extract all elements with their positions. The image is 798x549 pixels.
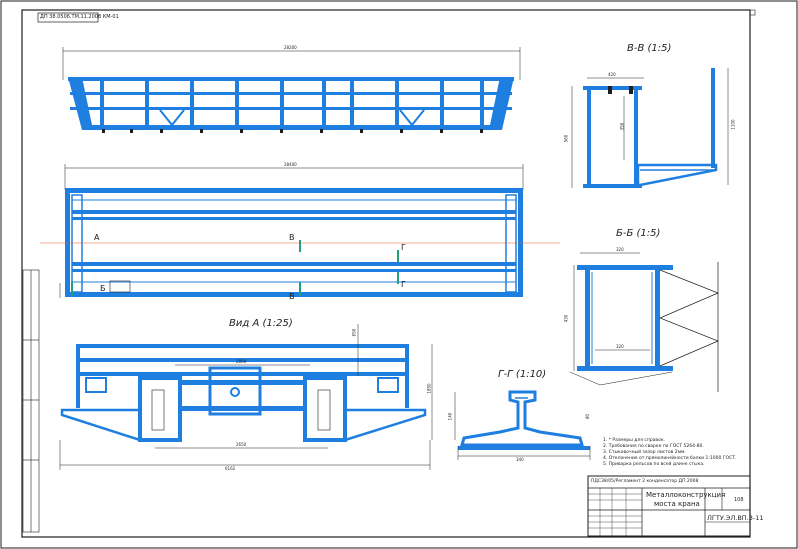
section-gg [454,390,591,460]
title-drawing-name-2: моста крана [654,500,700,508]
dim-bb-top: 320 [616,247,624,252]
plan-view [40,164,560,298]
view-a [59,324,433,470]
dim-plan-span: 28400 [284,162,297,167]
title-project-code: ПДС38/05/Регламент 2 конденсатор ДП 2008 [591,479,699,484]
section-vv [571,68,729,188]
dim-vv-width: 420 [608,72,616,77]
dim-bb-left: 430 [563,314,569,323]
technical-notes: 1. * Размеры для справок. 2. Требования … [603,438,736,468]
marker-b: Б [100,284,106,293]
dim-top-span: 28200 [284,45,297,50]
inner-frame [21,9,751,538]
note-4: 4. Отклонение от прямолинейности балки 1… [603,456,737,461]
section-gg-title: Г-Г (1:10) [498,369,547,380]
marker-v-bottom: В [289,292,295,301]
dim-view-a-track: 2650 [236,442,247,447]
marker-v-top: В [289,233,295,242]
dim-vv-height-left: 560 [563,134,569,143]
title-block [587,475,751,537]
title-drawing-code: ЛГТУ.ЭЛ.ВП.3-11 [707,514,764,522]
marker-g-top: Г [401,243,406,252]
dim-gg-right: 80 [585,413,591,420]
dim-vv-inner: 350 [619,122,625,131]
dim-bb-inner: 320 [616,344,624,349]
title-sheet-no: 108 [734,497,744,503]
note-5: 5. Приварка рельсов по всей длине стыка. [603,462,705,467]
dim-vv-height-right: 1100 [730,119,736,130]
top-stamp: ДП 38.0506.ТМ.11.2008 КМ-01 [40,14,119,20]
section-vv-title: В-В (1:5) [627,43,672,54]
elevation-view [62,47,521,133]
left-side-strips [22,269,40,533]
marker-g-bottom: Г [401,280,406,289]
section-bb-title: Б-Б (1:5) [616,228,661,239]
note-1: 1. * Размеры для справок. [603,438,665,443]
dim-view-a-rail: 650 [351,328,357,337]
dim-view-a-height: 1850 [426,383,432,394]
note-3: 3. Стыковочный зазор листов 2мм. [603,450,686,455]
top-stamp-box [37,12,99,23]
dim-gg-width: 340 [516,457,524,462]
note-2: 2. Требования по сварке по ГОСТ 5264-80. [603,444,704,449]
dim-gg-left: 140 [447,412,453,421]
title-drawing-name-1: Металлоконструкция [646,491,726,499]
dim-view-a-inner: 2800 [236,359,247,364]
view-a-title: Вид А (1:25) [229,318,293,329]
marker-a: А [94,233,100,242]
section-bb [569,252,719,392]
dim-view-a-width: 6162 [225,466,236,471]
